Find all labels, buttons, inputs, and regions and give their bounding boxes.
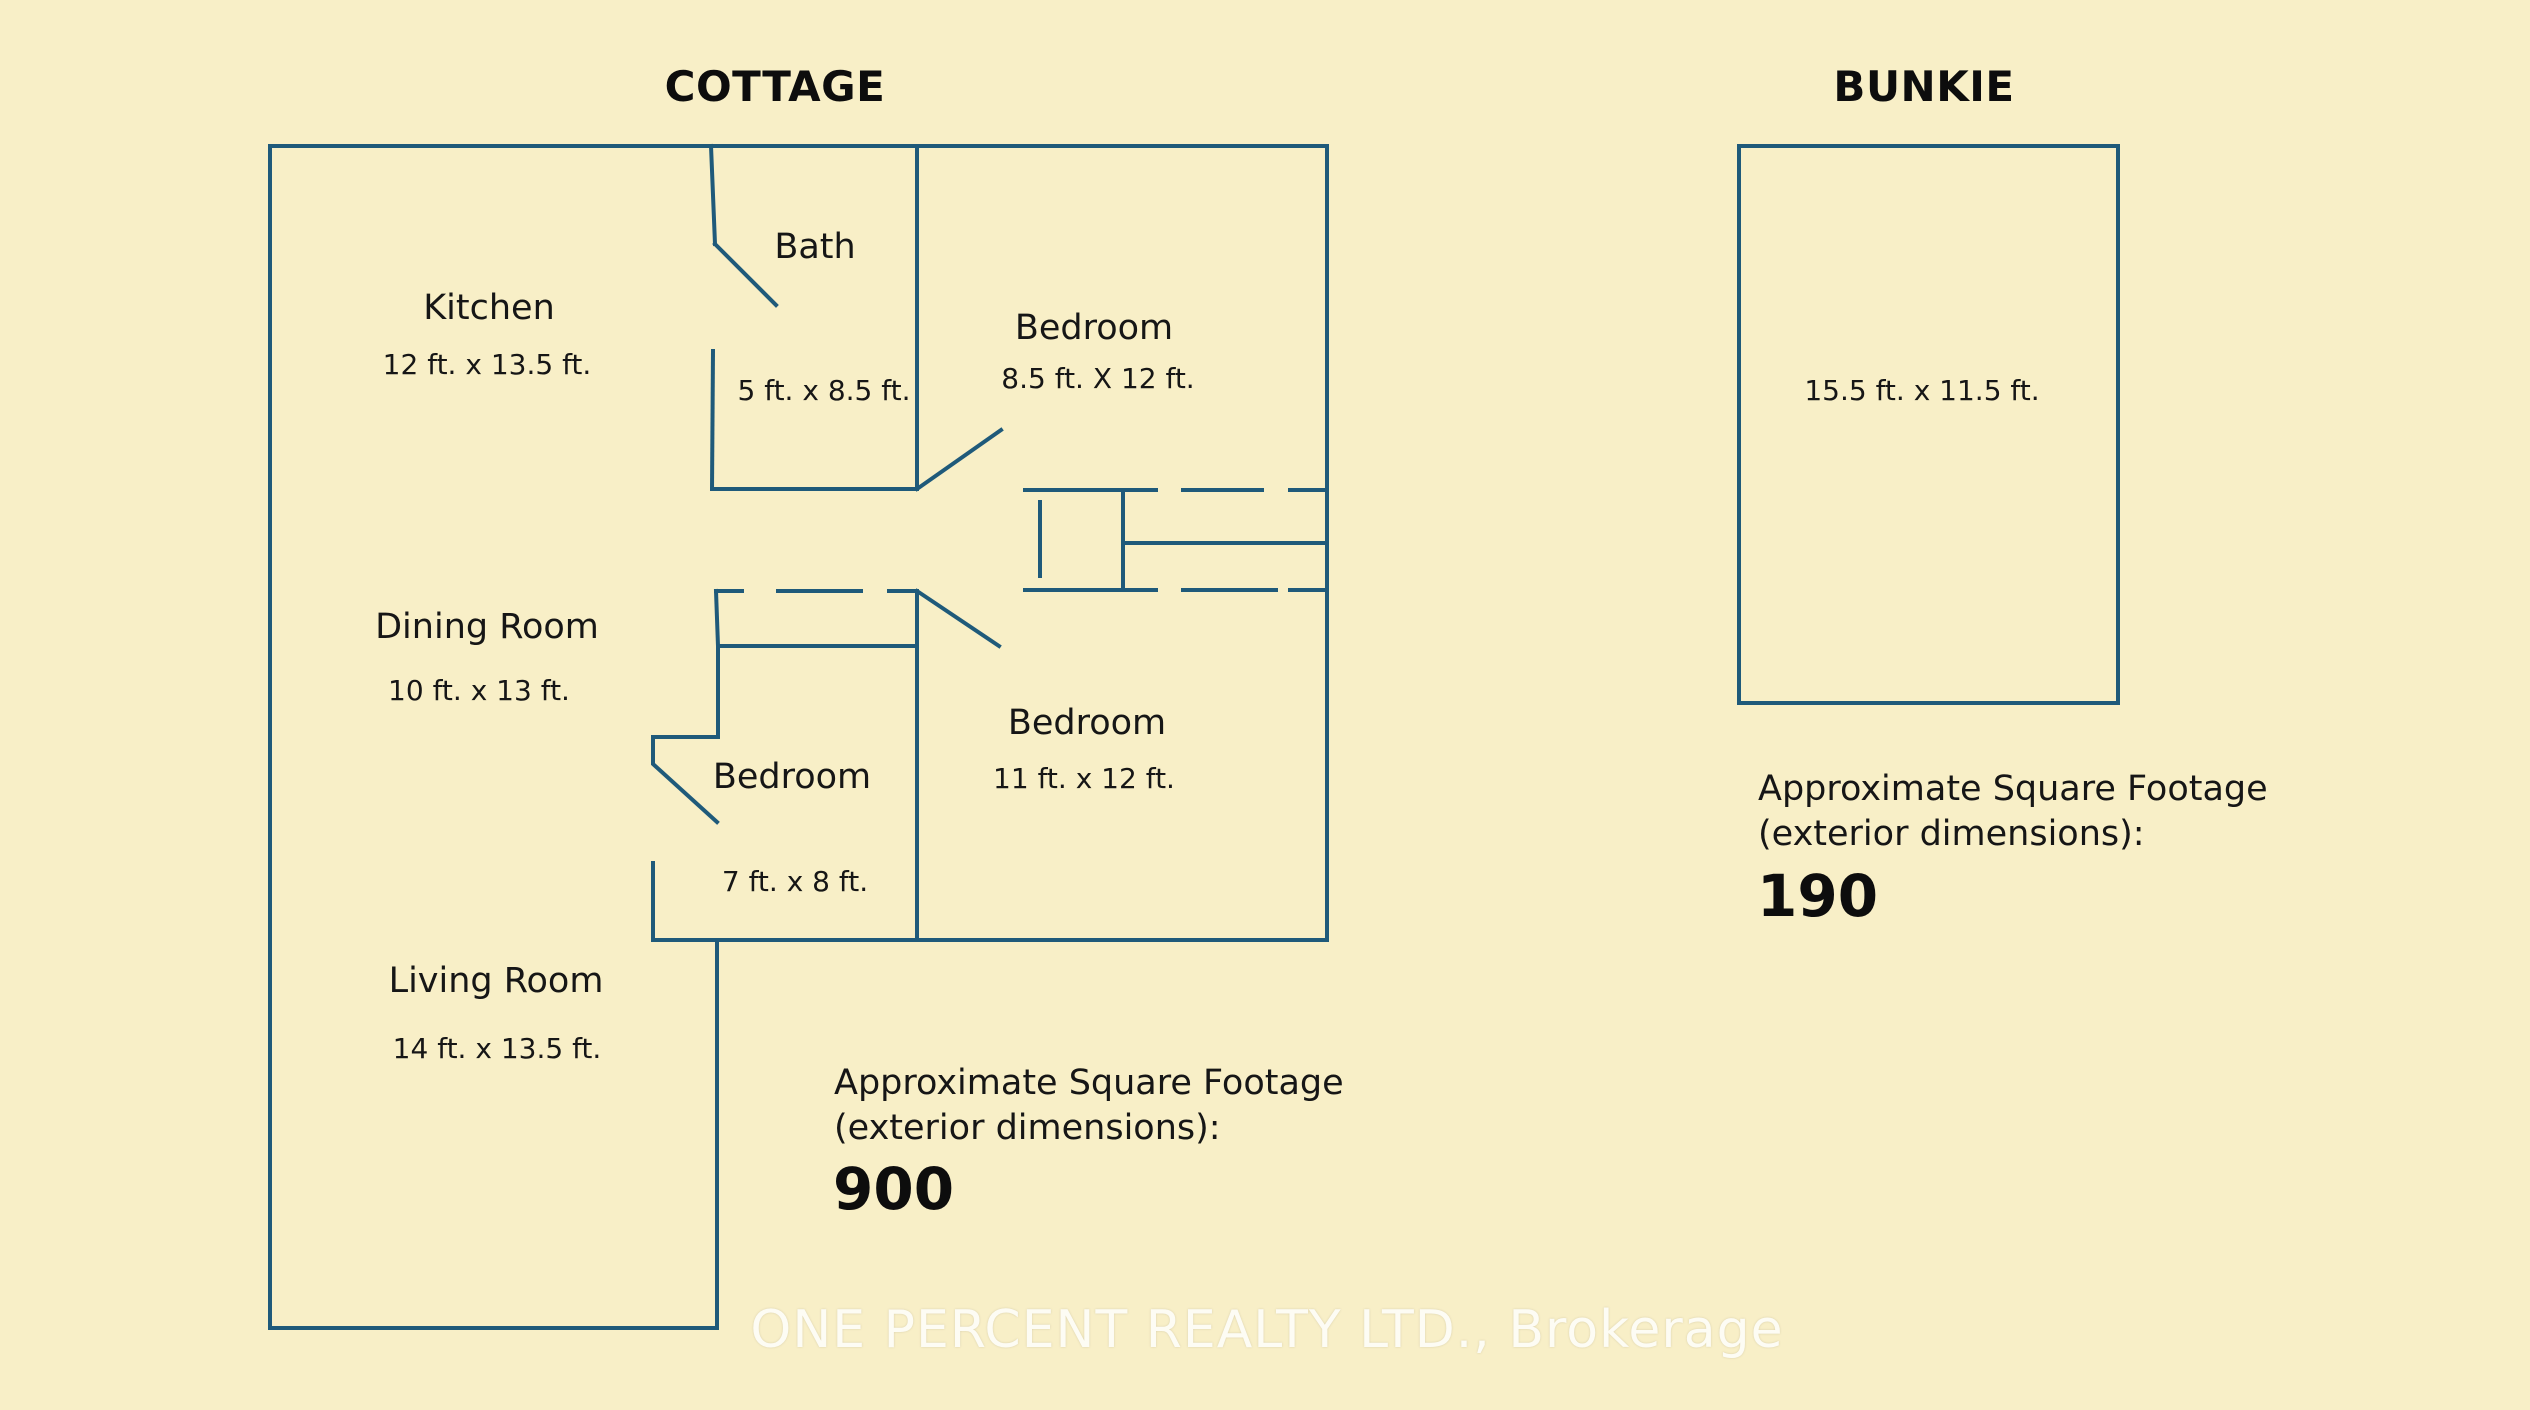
bath-wall-left-bottom [709,348,716,492]
bunkie-dims: 15.5 ft. x 11.5 ft. [1804,374,2040,407]
bunkie-walls [1737,144,2120,705]
brokerage-watermark: ONE PERCENT REALTY LTD., Brokerage [750,1300,1784,1360]
living-room-dims: 14 ft. x 13.5 ft. [392,1032,602,1065]
dining-room-dims: 10 ft. x 13 ft. [388,674,570,707]
bath-wall-left-top [708,143,718,247]
bedroom-se-label: Bedroom [1007,703,1167,743]
kitchen-label: Kitchen [423,288,555,328]
cottage-title: COTTAGE [664,62,886,111]
small-bedroom-door [651,735,720,825]
bedroom-small-label: Bedroom [712,757,872,797]
bunkie-footage-value: 190 [1757,862,1879,930]
bath-dims: 5 ft. x 8.5 ft. [737,374,911,407]
bath-door [712,241,779,308]
bedroom-ne-dims: 8.5 ft. X 12 ft. [1001,362,1195,395]
bedroom-ne-label: Bedroom [1014,308,1174,348]
living-room-label: Living Room [388,961,604,1001]
kitchen-dims: 12 ft. x 13.5 ft. [382,348,592,381]
dining-room-label: Dining Room [375,607,599,647]
bunkie-footage-label: Approximate Square Footage (exterior dim… [1758,767,2268,857]
cottage-footage-label: Approximate Square Footage (exterior dim… [834,1061,1344,1151]
small-bedroom-wall-left-top [713,588,721,649]
bath-label: Bath [774,227,856,267]
cottage-footage-line-1: Approximate Square Footage [834,1063,1344,1103]
bunkie-footage-line-1: Approximate Square Footage [1758,769,2268,809]
bedroom-ne-door [914,427,1004,492]
bedroom-se-door [914,588,1002,649]
bedroom-small-dims: 7 ft. x 8 ft. [721,865,869,898]
bunkie-title: BUNKIE [1833,62,2015,111]
bunkie-outline [1737,144,2120,705]
cottage-footage-line-2: (exterior dimensions): [834,1108,1221,1148]
cottage-footage-value: 900 [833,1155,955,1223]
bedroom-se-dims: 11 ft. x 12 ft. [993,762,1175,795]
cottage-walls [268,143,1329,1330]
bunkie-footage-line-2: (exterior dimensions): [1758,814,2145,854]
